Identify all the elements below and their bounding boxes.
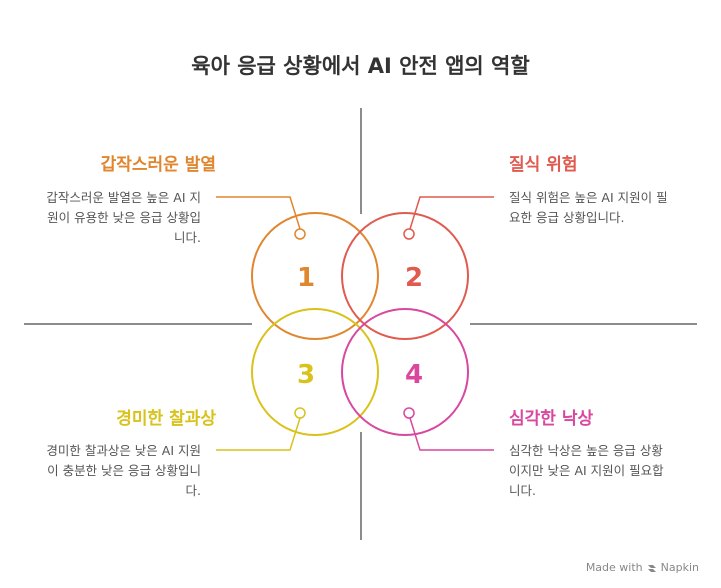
quadrant-description-4: 심각한 낙상은 높은 응급 상황이지만 낮은 AI 지원이 필요합니다. [509,443,664,498]
circle-1 [251,212,379,340]
quadrant-description-1: 갑작스러운 발열은 높은 AI 지원이 유용한 낮은 응급 상황입니다. [46,190,201,245]
connector-dot-4 [403,407,415,419]
connector-3 [216,417,301,451]
circle-4 [341,308,469,436]
footer-credit: Made with Napkin [586,561,699,574]
quadrant-heading-4: 심각한 낙상 [509,409,594,429]
quadrant-heading-1: 갑작스러운 발열 [100,155,216,175]
quadrant-description-2: 질식 위험은 높은 AI 지원이 필요한 응급 상황입니다. [509,190,668,225]
quadrant-description-3: 경미한 찰과상은 낮은 AI 지원이 충분한 낮은 응급 상황입니다. [46,443,201,498]
connector-dot-1 [294,228,306,240]
quadrant-number-4: 4 [405,360,423,390]
quadrant-heading-3: 경미한 찰과상 [116,409,216,429]
connector-dot-2 [403,228,415,240]
connector-dot-3 [294,407,306,419]
circle-2 [341,212,469,340]
quadrant-number-1: 1 [297,263,315,293]
quadrant-number-2: 2 [405,263,423,293]
circle-3 [251,308,379,436]
page-title: 육아 응급 상황에서 AI 안전 앱의 역할 [191,54,530,78]
quadrant-number-3: 3 [297,360,315,390]
connector-4 [409,417,494,451]
napkin-logo-icon [647,564,656,572]
connector-2 [409,196,494,230]
quadrant-heading-2: 질식 위험 [509,155,578,175]
footer-text: Made with [585,561,643,574]
footer-brand: Napkin [660,561,699,574]
connector-1 [216,196,301,230]
